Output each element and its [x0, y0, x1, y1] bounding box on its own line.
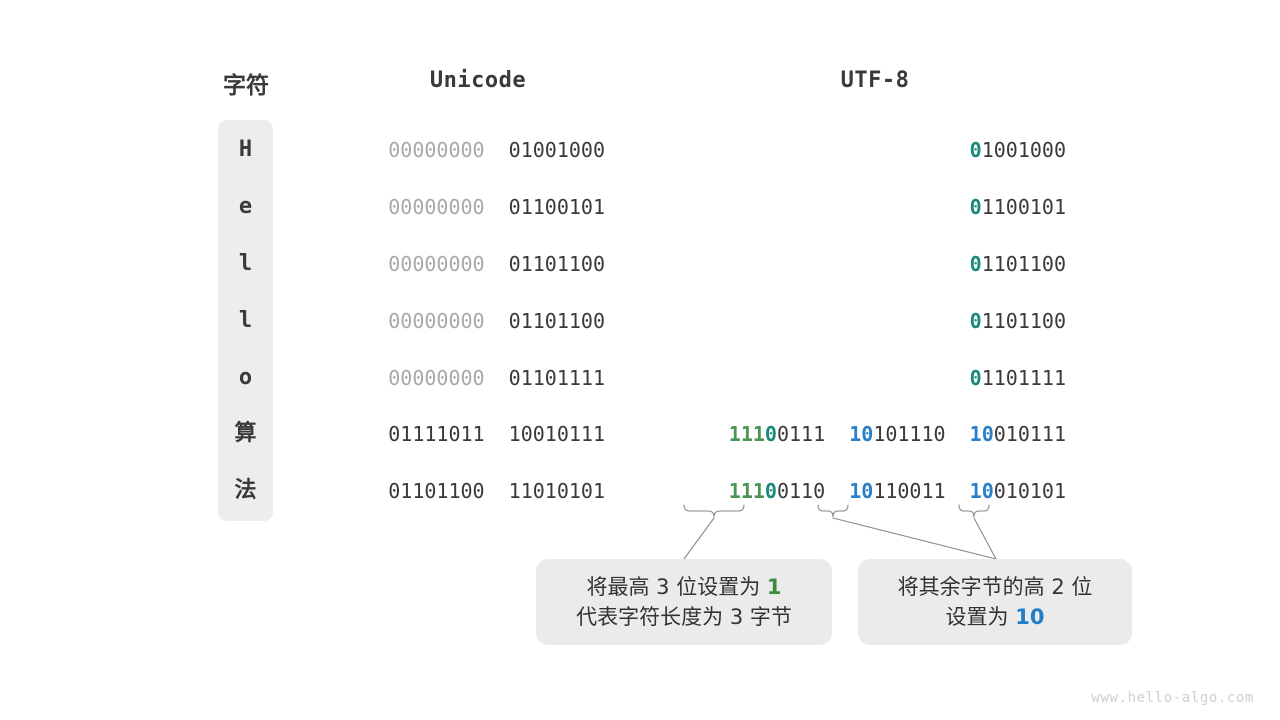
- callout-2-line-1: 将其余字节的高 2 位: [898, 572, 1093, 602]
- utf8-prefix-bit: 0: [969, 252, 982, 276]
- utf8-payload-bits: 1100101: [981, 195, 1066, 219]
- utf8-cell: 11100110 10110011 10010101: [729, 478, 1066, 504]
- character-cell: 法: [234, 478, 257, 503]
- callout-1-highlight-1: 1: [766, 575, 782, 599]
- callout-2-highlight-1: 10: [1015, 605, 1045, 629]
- unicode-low-byte: 01101100: [508, 252, 605, 276]
- unicode-low-byte: 10010111: [508, 422, 605, 446]
- character-cell: 算: [234, 421, 257, 446]
- unicode-low-byte: 01100101: [508, 195, 605, 219]
- callout-1-line-1-pre: 将最高 3 位设置为: [586, 575, 767, 599]
- utf8-length-marker-bits: 111: [728, 479, 765, 503]
- unicode-cell: 00000000 01101111: [305, 365, 605, 391]
- unicode-byte-gap: [485, 195, 509, 219]
- unicode-high-byte: 00000000: [388, 309, 485, 333]
- callout-2-line-1-pre: 将其余字节的高 2 位: [897, 575, 1093, 599]
- utf8-length-terminator-bit: 0: [764, 479, 777, 503]
- unicode-cell: 01111011 10010111: [305, 421, 605, 447]
- unicode-byte-gap: [485, 138, 509, 162]
- unicode-byte-gap: [485, 309, 509, 333]
- utf8-byte3-continuation-bits: 10: [969, 422, 994, 446]
- utf8-payload-bits: 1101111: [981, 366, 1066, 390]
- unicode-cell: 00000000 01001000: [305, 137, 605, 163]
- column-header-character: 字符: [223, 73, 269, 99]
- utf8-cell: 01101100: [970, 251, 1066, 277]
- unicode-cell: 00000000 01101100: [305, 251, 605, 277]
- unicode-high-byte: 00000000: [388, 252, 485, 276]
- watermark: www.hello-algo.com: [1091, 690, 1254, 706]
- character-cell: l: [238, 251, 253, 276]
- callout-1-line-2: 代表字符长度为 3 字节: [576, 602, 792, 632]
- utf8-prefix-bit: 0: [969, 138, 982, 162]
- utf8-byte2-continuation-bits: 10: [849, 479, 874, 503]
- utf8-byte1-payload: 0110: [776, 479, 826, 503]
- utf8-byte-gap: [825, 422, 849, 446]
- utf8-length-terminator-bit: 0: [764, 422, 777, 446]
- character-cell: H: [238, 137, 253, 162]
- character-cell: e: [238, 194, 253, 219]
- unicode-low-byte: 01101111: [508, 366, 605, 390]
- unicode-byte-gap: [485, 479, 509, 503]
- utf8-payload-bits: 1001000: [981, 138, 1066, 162]
- unicode-cell: 00000000 01101100: [305, 308, 605, 334]
- unicode-cell: 01101100 11010101: [305, 478, 605, 504]
- unicode-low-byte: 11010101: [508, 479, 605, 503]
- utf8-byte-gap: [946, 479, 970, 503]
- unicode-low-byte: 01101100: [508, 309, 605, 333]
- callout-continuation-bits: 将其余字节的高 2 位 设置为 10: [858, 559, 1132, 645]
- unicode-cell: 00000000 01100101: [305, 194, 605, 220]
- unicode-byte-gap: [485, 366, 509, 390]
- utf8-cell: 01101100: [970, 308, 1066, 334]
- utf8-byte3-payload: 010111: [993, 422, 1066, 446]
- utf8-prefix-bit: 0: [969, 366, 982, 390]
- character-cell: l: [238, 308, 253, 333]
- unicode-byte-gap: [485, 422, 509, 446]
- utf8-byte-gap: [825, 479, 849, 503]
- utf8-length-marker-bits: 111: [728, 422, 765, 446]
- utf8-byte1-payload: 0111: [776, 422, 826, 446]
- column-header-unicode: Unicode: [429, 68, 527, 93]
- unicode-high-byte: 00000000: [388, 195, 485, 219]
- utf8-cell: 01101111: [970, 365, 1066, 391]
- utf8-cell: 11100111 10101110 10010111: [729, 421, 1066, 447]
- character-column-panel: [218, 120, 273, 521]
- unicode-high-byte: 00000000: [388, 138, 485, 162]
- unicode-high-byte: 01111011: [388, 422, 485, 446]
- utf8-prefix-bit: 0: [969, 309, 982, 333]
- callout-2-line-2: 设置为 10: [946, 602, 1045, 632]
- utf8-payload-bits: 1101100: [981, 252, 1066, 276]
- unicode-low-byte: 01001000: [508, 138, 605, 162]
- utf8-byte2-continuation-bits: 10: [849, 422, 874, 446]
- unicode-high-byte: 00000000: [388, 366, 485, 390]
- utf8-byte3-payload: 010101: [993, 479, 1066, 503]
- utf8-payload-bits: 1101100: [981, 309, 1066, 333]
- unicode-byte-gap: [485, 252, 509, 276]
- character-cell: o: [238, 365, 253, 390]
- utf8-prefix-bit: 0: [969, 195, 982, 219]
- utf8-cell: 01001000: [970, 137, 1066, 163]
- callout-2-line-2-pre: 设置为: [945, 605, 1016, 629]
- utf8-byte2-payload: 110011: [873, 479, 946, 503]
- callout-1-line-2-pre: 代表字符长度为 3 字节: [576, 605, 792, 629]
- callout-leading-bits: 将最高 3 位设置为 1 代表字符长度为 3 字节: [536, 559, 832, 645]
- callout-1-line-1: 将最高 3 位设置为 1: [586, 572, 781, 602]
- column-header-utf8: UTF-8: [840, 68, 910, 93]
- utf8-byte2-payload: 101110: [873, 422, 946, 446]
- utf8-byte3-continuation-bits: 10: [969, 479, 994, 503]
- utf8-byte-gap: [946, 422, 970, 446]
- unicode-high-byte: 01101100: [388, 479, 485, 503]
- utf8-cell: 01100101: [970, 194, 1066, 220]
